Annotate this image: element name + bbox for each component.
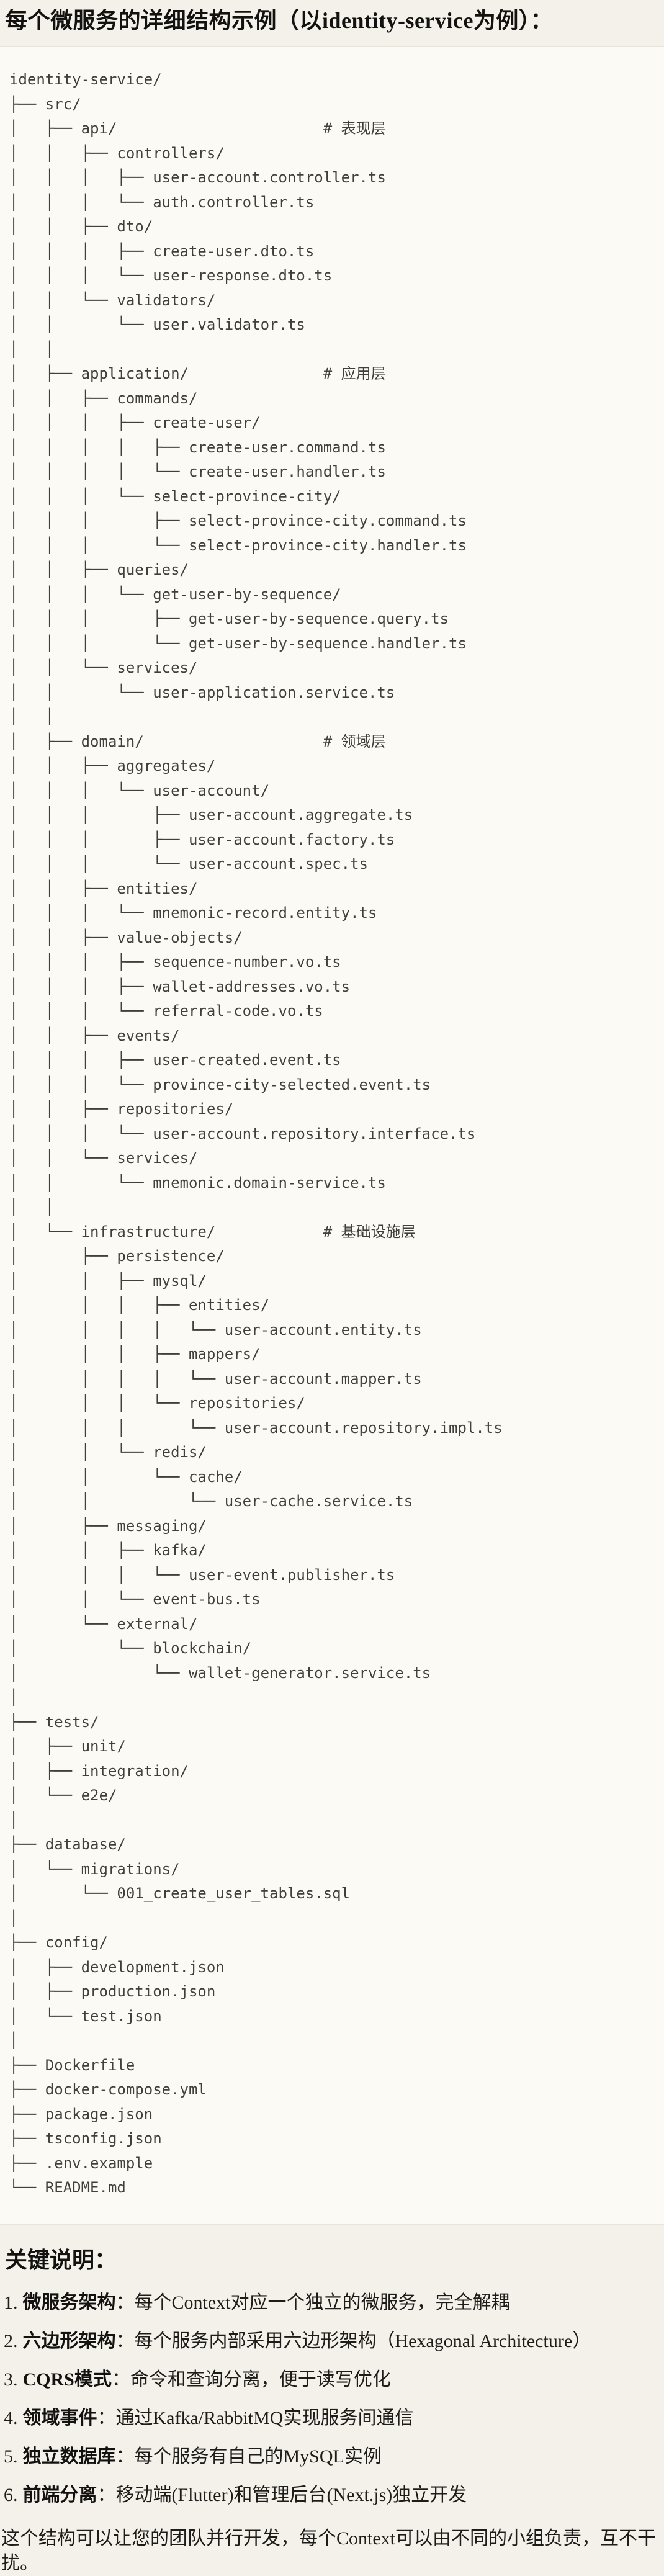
note-item: 1.微服务架构：每个Context对应一个独立的微服务，完全解耦 bbox=[4, 2291, 664, 2315]
section-heading: 关键说明： bbox=[5, 2247, 117, 2273]
note-term: 前端分离 bbox=[22, 2484, 97, 2505]
note-number: 3. bbox=[4, 2369, 18, 2390]
note-text: ：移动端(Flutter)和管理后台(Next.js)独立开发 bbox=[97, 2484, 467, 2505]
closing-paragraph: 这个结构可以让您的团队并行开发，每个Context可以由不同的小组负责，互不干扰… bbox=[1, 2528, 656, 2574]
page-title: 每个微服务的详细结构示例（以identity-service为例）： bbox=[5, 8, 553, 33]
note-item: 6.前端分离：移动端(Flutter)和管理后台(Next.js)独立开发 bbox=[4, 2483, 664, 2508]
note-number: 5. bbox=[4, 2446, 18, 2467]
directory-tree: identity-service/ ├── src/ │ ├── api/ # … bbox=[9, 71, 503, 2196]
note-text: ：命令和查询分离，便于读写优化 bbox=[111, 2369, 391, 2390]
code-block: identity-service/ ├── src/ │ ├── api/ # … bbox=[0, 46, 664, 2225]
note-item: 4.领域事件：通过Kafka/RabbitMQ实现服务间通信 bbox=[4, 2406, 664, 2431]
note-term: 微服务架构 bbox=[22, 2292, 116, 2313]
note-item: 2.六边形架构：每个服务内部采用六边形架构（Hexagonal Architec… bbox=[4, 2329, 664, 2354]
note-item: 3.CQRS模式：命令和查询分离，便于读写优化 bbox=[4, 2367, 664, 2392]
note-term: 六边形架构 bbox=[22, 2330, 116, 2351]
note-term: 独立数据库 bbox=[22, 2446, 116, 2467]
note-text: ：每个服务内部采用六边形架构（Hexagonal Architecture） bbox=[115, 2330, 591, 2351]
note-term: 领域事件 bbox=[22, 2407, 97, 2428]
note-text: ：每个Context对应一个独立的微服务，完全解耦 bbox=[115, 2292, 510, 2313]
note-text: ：每个服务有自己的MySQL实例 bbox=[115, 2446, 382, 2467]
note-number: 4. bbox=[4, 2407, 18, 2428]
note-term: CQRS模式 bbox=[22, 2369, 112, 2390]
note-number: 2. bbox=[4, 2330, 18, 2351]
note-item: 5.独立数据库：每个服务有自己的MySQL实例 bbox=[4, 2444, 664, 2469]
note-text: ：通过Kafka/RabbitMQ实现服务间通信 bbox=[97, 2407, 414, 2428]
key-notes-list: 1.微服务架构：每个Context对应一个独立的微服务，完全解耦 2.六边形架构… bbox=[0, 2291, 664, 2508]
note-number: 1. bbox=[4, 2292, 18, 2313]
note-number: 6. bbox=[4, 2484, 18, 2505]
